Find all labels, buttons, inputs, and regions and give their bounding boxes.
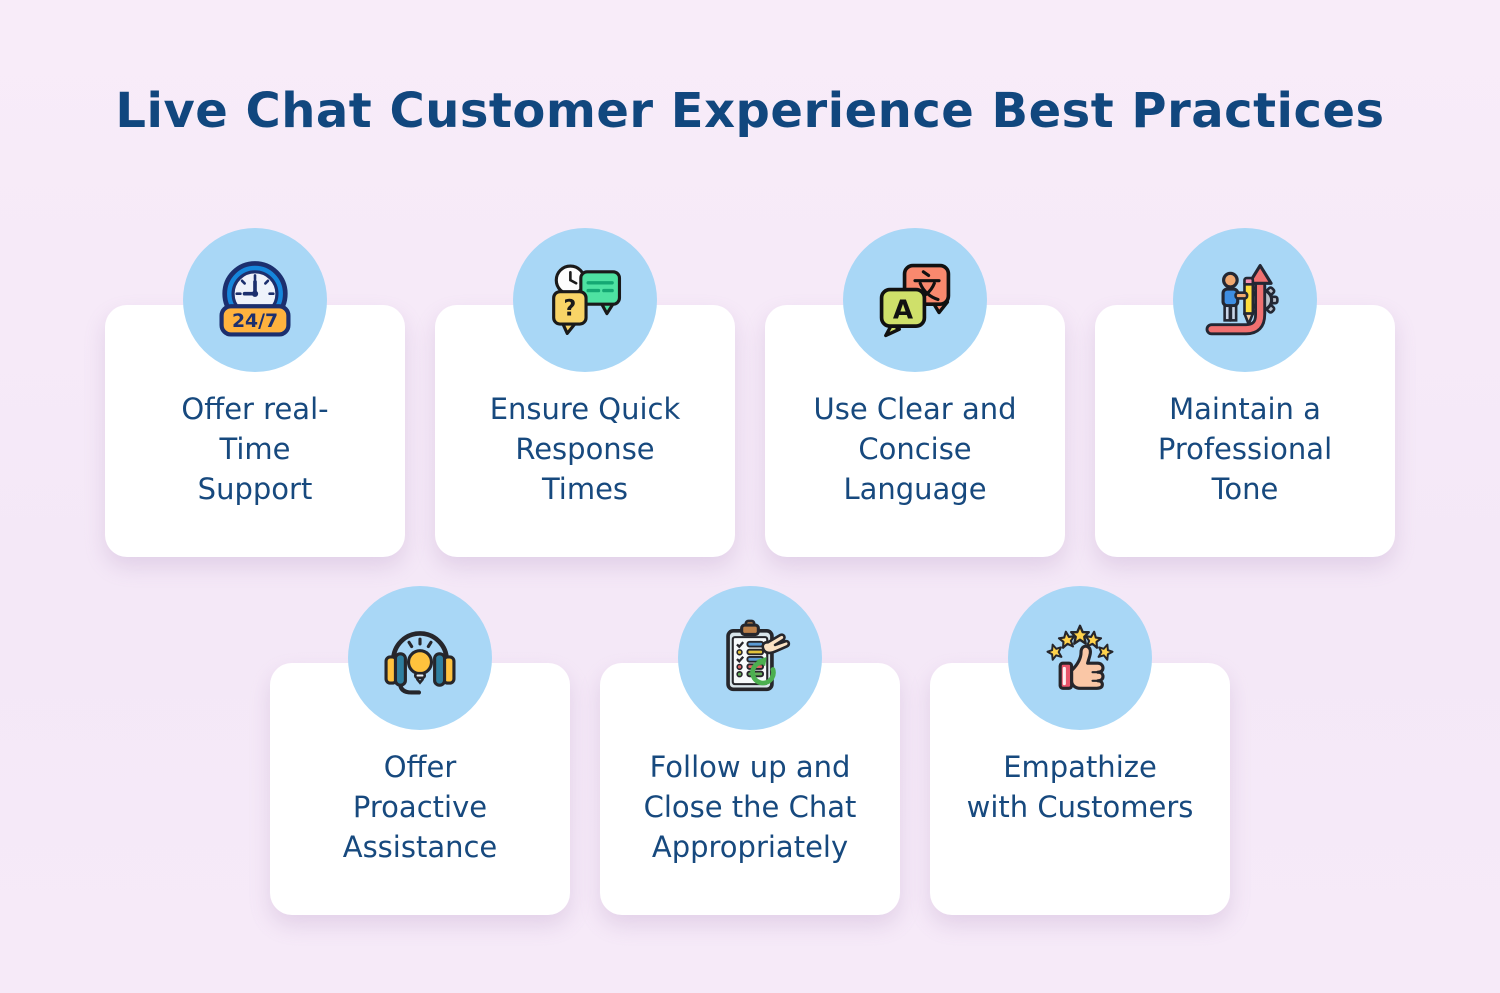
checklist-follow-up-icon <box>726 619 791 692</box>
card-quick-response: ? Ensure Quick Response Times <box>435 228 735 557</box>
card-label: Follow up and Close the Chat Appropriate… <box>643 750 857 864</box>
card-empathize: Empathize with Customers <box>930 586 1230 915</box>
card-proactive-assistance: Offer Proactive Assistance <box>270 586 570 915</box>
icon-badge: ? <box>513 228 657 372</box>
row-bottom: Offer Proactive Assistance <box>0 586 1500 915</box>
card-follow-up-close: Follow up and Close the Chat Appropriate… <box>600 586 900 915</box>
icon-badge: A <box>843 228 987 372</box>
question-mark-text: ? <box>563 297 576 322</box>
badge-24-7-text: 24/7 <box>232 311 278 332</box>
pointing-hand-shape <box>761 633 791 655</box>
card-label: Maintain a Professional Tone <box>1157 392 1333 506</box>
icon-badge <box>1173 228 1317 372</box>
page-title: Live Chat Customer Experience Best Pract… <box>115 83 1385 139</box>
quick-response-chat-icon: ? <box>552 264 622 335</box>
card-professional-tone: Maintain a Professional Tone <box>1095 228 1395 557</box>
card-label: Use Clear and Concise Language <box>813 392 1017 506</box>
thumbs-up-hand-shape <box>1070 644 1105 690</box>
24-7-clock-icon: 24/7 <box>219 261 291 337</box>
icon-badge <box>678 586 822 730</box>
icon-badge <box>348 586 492 730</box>
check-marks <box>736 641 745 664</box>
card-clear-language: A Use Clear and Concise Language <box>765 228 1065 557</box>
card-label: Ensure Quick Response Times <box>489 392 681 506</box>
icon-badge <box>1008 586 1152 730</box>
latin-a-text: A <box>893 295 914 325</box>
thumbs-up-stars-icon <box>1044 624 1116 690</box>
translation-bubbles-icon: A <box>879 263 951 338</box>
professional-growth-icon <box>1205 263 1279 336</box>
card-label: Offer real- Time Support <box>181 392 329 506</box>
icon-badge: 24/7 <box>183 228 327 372</box>
card-label: Empathize with Customers <box>966 750 1194 824</box>
row-top: 24/7 Offer real- Time Support ? Ensure Q… <box>0 228 1500 557</box>
headset-lightbulb-icon <box>384 631 456 695</box>
card-real-time-support: 24/7 Offer real- Time Support <box>105 228 405 557</box>
card-label: Offer Proactive Assistance <box>342 750 498 864</box>
